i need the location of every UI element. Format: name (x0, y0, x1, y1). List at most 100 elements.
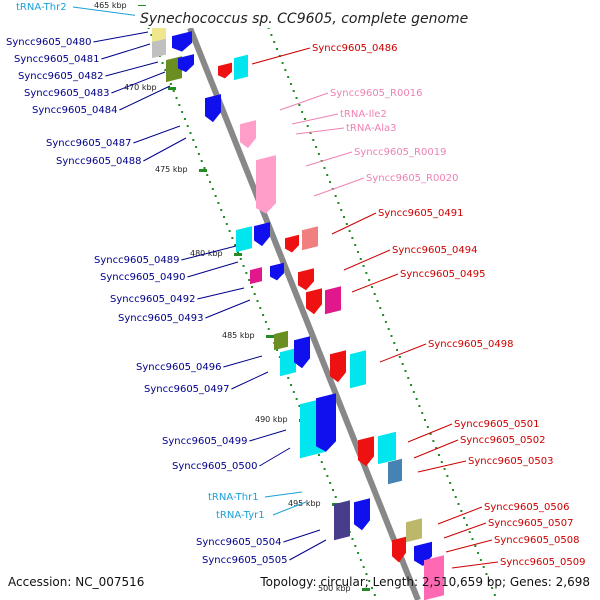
right-gene-label: Syncc9605_R0019 (354, 147, 446, 158)
track-dot (264, 321, 267, 323)
label-leader-line (187, 261, 239, 278)
left-gene-label: Syncc9605_0483 (24, 88, 110, 99)
track-dot (150, 34, 153, 36)
track-dot (248, 279, 251, 281)
label-leader-line (445, 539, 493, 553)
track-dot (192, 139, 195, 141)
label-leader-line (133, 125, 181, 144)
kbp-tick-label: 475 kbp (155, 165, 188, 174)
track-dot (161, 62, 164, 64)
track-dot (303, 118, 306, 120)
left-gene-label: Syncc9605_0504 (196, 537, 282, 548)
track-dot (200, 160, 203, 162)
label-leader-line (295, 127, 345, 135)
track-dot (245, 272, 248, 274)
left-gene-label: Syncc9605_0482 (18, 71, 104, 82)
track-dot (178, 104, 181, 106)
feature-0486 (218, 62, 232, 79)
track-dot (407, 377, 410, 379)
track-dot (281, 62, 284, 64)
track-dot (250, 286, 253, 288)
track-dot (312, 139, 315, 141)
track-dot (315, 146, 318, 148)
track-dot (301, 111, 304, 113)
track-dot (354, 244, 357, 246)
track-dot (329, 482, 332, 484)
label-leader-line (343, 249, 391, 271)
track-dot (197, 153, 200, 155)
track-dot (365, 272, 368, 274)
right-gene-label: tRNA-Ile2 (340, 109, 387, 120)
track-dot (234, 244, 237, 246)
track-dot (209, 181, 212, 183)
track-dot (284, 69, 287, 71)
track-dot (410, 384, 413, 386)
feature-0489 (236, 226, 252, 253)
track-dot (371, 587, 374, 589)
track-dot (479, 559, 482, 561)
feature-R0020 (256, 155, 276, 214)
track-dot (460, 510, 463, 512)
track-dot (189, 132, 192, 134)
kbp-tick-mark (168, 87, 176, 90)
right-gene-label: Syncc9605_0491 (378, 208, 464, 219)
track-dot (214, 195, 217, 197)
label-leader-line (223, 355, 263, 368)
label-leader-line (417, 460, 467, 473)
feature-0501 (358, 436, 374, 467)
track-dot (276, 349, 279, 351)
track-dot (368, 279, 371, 281)
label-leader-line (93, 31, 149, 43)
label-leader-line (279, 92, 329, 111)
label-leader-line (291, 113, 339, 125)
right-gene-label: Syncc9605_0506 (484, 502, 570, 513)
track-dot (370, 286, 373, 288)
track-dot (206, 174, 209, 176)
feature-0497 (280, 348, 296, 377)
left-gene-label: Syncc9605_0493 (118, 313, 204, 324)
label-leader-line (264, 491, 303, 498)
title-background (135, 6, 465, 28)
track-dot (359, 559, 362, 561)
track-dot (348, 230, 351, 232)
label-leader-line (272, 501, 307, 516)
track-dot (228, 230, 231, 232)
right-gene-label: Syncc9605_0498 (428, 339, 514, 350)
track-dot (357, 552, 360, 554)
kbp-tick-label: 470 kbp (124, 83, 157, 92)
label-leaders (72, 6, 499, 569)
label-leader-line (289, 539, 327, 561)
track-dot (175, 97, 178, 99)
gene-features (152, 24, 444, 600)
track-dot (309, 132, 312, 134)
track-dot (488, 580, 491, 582)
track-dot (429, 433, 432, 435)
track-dot (398, 356, 401, 358)
kbp-tick-mark (362, 588, 370, 591)
track-dot (289, 83, 292, 85)
track-dots (144, 20, 496, 596)
left-gene-label: tRNA-Tyr1 (216, 510, 265, 521)
feature-0491b (302, 226, 318, 251)
label-leader-line (313, 177, 365, 197)
feature-0502 (378, 431, 396, 465)
feature-0486b (234, 54, 248, 81)
track-dot (242, 265, 245, 267)
track-dot (354, 545, 357, 547)
track-dot (356, 251, 359, 253)
track-dot (172, 90, 175, 92)
kbp-tick-label: 485 kbp (222, 331, 255, 340)
label-leader-line (249, 429, 287, 442)
track-dot (343, 216, 346, 218)
feature-0483 (172, 31, 192, 52)
right-gene-label: tRNA-Ala3 (346, 123, 396, 134)
track-dot (418, 405, 421, 407)
track-dot (376, 300, 379, 302)
track-dot (368, 580, 371, 582)
left-gene-label: Syncc9605_0496 (136, 362, 222, 373)
feature-0498 (330, 350, 346, 383)
label-leader-line (407, 423, 453, 443)
track-dot (317, 153, 320, 155)
track-dot (396, 349, 399, 351)
right-gene-label: Syncc9605_0508 (494, 535, 580, 546)
